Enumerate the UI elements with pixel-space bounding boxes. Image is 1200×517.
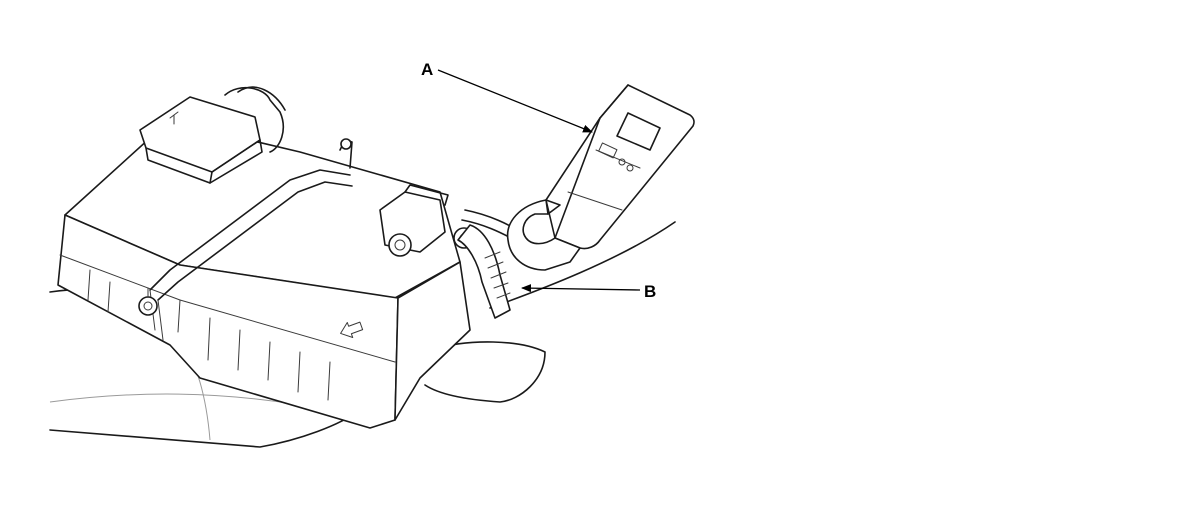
callout-b-label: B	[644, 282, 656, 301]
callout-a-label: A	[421, 60, 433, 79]
clamp-meter	[506, 84, 695, 271]
battery-box	[57, 125, 471, 429]
callout-a-leader	[437, 69, 593, 133]
positive-terminal-cover	[139, 86, 286, 184]
callout-b-leader	[521, 284, 641, 293]
